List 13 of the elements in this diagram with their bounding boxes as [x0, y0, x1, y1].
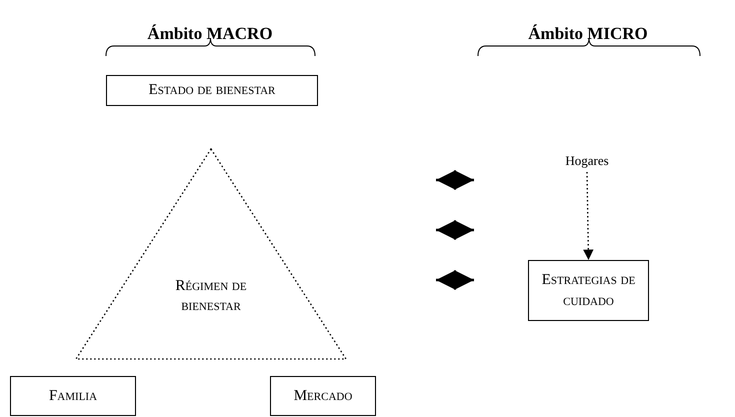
box-label: Estrategias de cuidado [540, 271, 636, 310]
section-heading: Ámbito MACRO [147, 24, 273, 44]
box-label: Familia [48, 386, 98, 406]
arrow [583, 172, 594, 260]
state-box [106, 75, 318, 106]
triangle-label: Régimen de bienestar [174, 276, 248, 316]
market-box [270, 376, 376, 416]
node-label: Hogares [565, 153, 609, 169]
box-label: Estado de bienestar [148, 81, 276, 100]
section-heading: Ámbito MICRO [528, 24, 648, 44]
box-label: Mercado [294, 386, 352, 406]
family-box [10, 376, 136, 416]
care-strategies-box [528, 260, 649, 321]
